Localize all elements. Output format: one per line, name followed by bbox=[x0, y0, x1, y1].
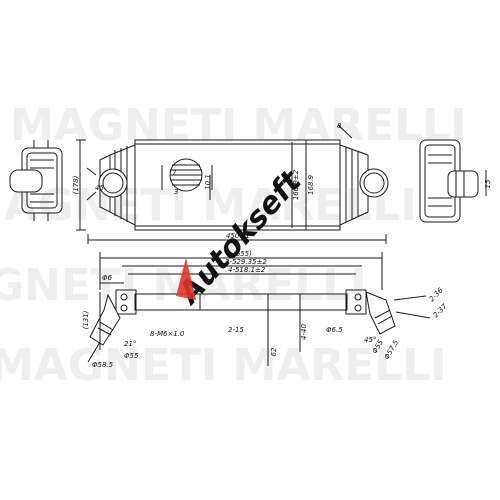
left-bracket bbox=[115, 289, 137, 315]
right-side-view bbox=[419, 139, 487, 223]
label-3: 3 bbox=[174, 188, 178, 196]
label-2-36: 2-36 bbox=[428, 286, 445, 303]
label-15: 15 bbox=[484, 179, 492, 188]
label-21deg: 21° bbox=[124, 340, 136, 348]
label-655: (655) bbox=[233, 250, 252, 258]
label-45deg: 45° bbox=[364, 336, 376, 344]
label-phi6-5: Φ6.5 bbox=[326, 326, 343, 334]
right-angled-outlet bbox=[365, 291, 396, 335]
right-end-pipe bbox=[447, 170, 479, 198]
left-angled-outlet bbox=[89, 293, 121, 346]
label-450: 450±1 bbox=[226, 232, 250, 240]
label-131: (131) bbox=[82, 310, 90, 329]
label-phi58-5: Φ58.5 bbox=[92, 361, 114, 369]
label-45: 45 bbox=[95, 184, 104, 192]
label-2-15: 2-15 bbox=[228, 326, 244, 334]
overlay-logo-mark bbox=[176, 258, 196, 300]
left-side-view bbox=[9, 140, 63, 221]
watermark-line-2: MAGNETI MARELLI bbox=[0, 180, 417, 231]
right-tank bbox=[339, 144, 369, 226]
label-518: 4-518.1±2 bbox=[228, 266, 266, 274]
label-8: 8 bbox=[337, 122, 342, 130]
background-watermark: MAGNETI MARELLI MAGNETI MARELLI MAGNETI … bbox=[0, 100, 467, 391]
label-7: 7 bbox=[172, 169, 177, 177]
label-phi6: Φ6 bbox=[102, 274, 113, 282]
right-bracket bbox=[345, 289, 367, 315]
label-178: (178) bbox=[72, 175, 80, 194]
core-bottom-bar bbox=[134, 293, 348, 311]
label-phi55-left: Φ55 bbox=[124, 352, 139, 360]
top-view bbox=[76, 124, 389, 244]
label-529: 2-529.35±2 bbox=[225, 258, 267, 266]
left-end-pipe bbox=[9, 169, 43, 193]
label-160-9: 160.9±2 bbox=[292, 169, 300, 200]
watermark-line-4: MAGNETI MARELLI bbox=[0, 340, 447, 391]
label-10-1: 10.1 bbox=[204, 174, 212, 190]
label-4-40: 4-40 bbox=[300, 324, 308, 340]
label-168-9: 168.9 bbox=[307, 174, 315, 195]
watermark-line-1: MAGNETI MARELLI bbox=[10, 100, 467, 151]
label-2-37: 2-37 bbox=[432, 302, 449, 319]
label-62: 62 bbox=[270, 347, 278, 356]
label-bolt: 8-M6×1.0 bbox=[150, 330, 185, 338]
bottom-view bbox=[87, 252, 431, 366]
